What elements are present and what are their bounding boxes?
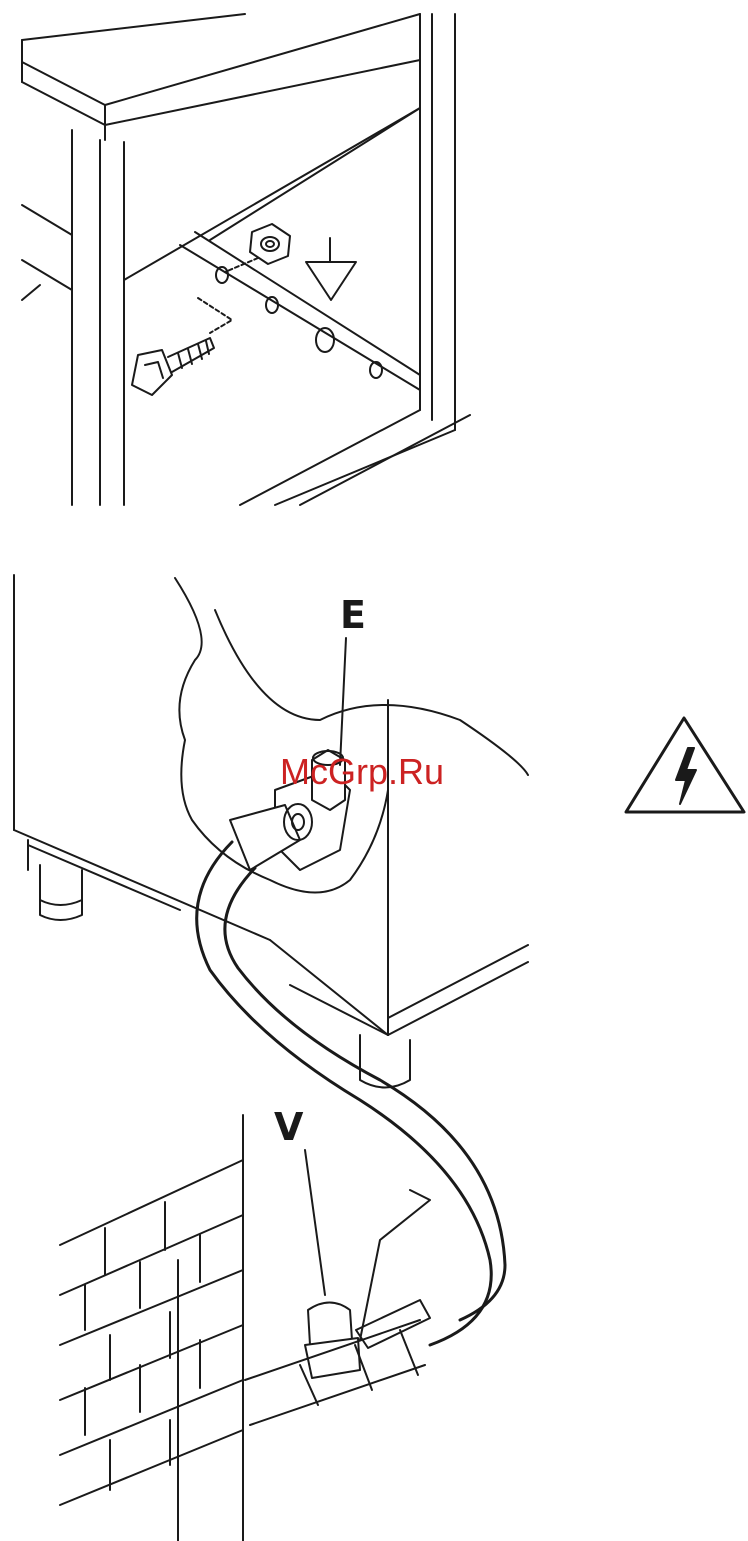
valve-label: E — [340, 593, 366, 637]
watermark: McGrp.Ru — [280, 751, 444, 792]
tap-label: V — [274, 1105, 304, 1149]
frame-ground-detail — [22, 14, 470, 505]
earth-ground-icon — [306, 238, 356, 300]
appliance-connection-detail — [14, 575, 528, 1541]
high-voltage-warning-icon — [626, 718, 744, 812]
